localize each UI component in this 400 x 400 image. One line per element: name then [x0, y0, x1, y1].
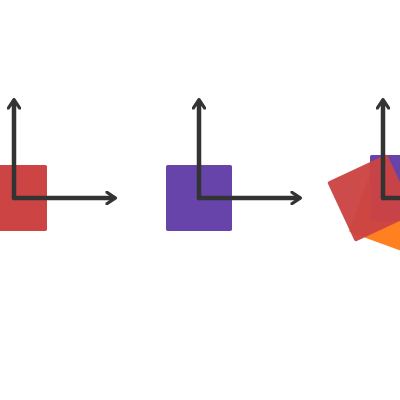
- red-rotated-square: [327, 154, 400, 242]
- purple-square-panel: [166, 101, 299, 231]
- red-square-panel: [0, 101, 114, 231]
- composed-transform-panel: [327, 101, 400, 254]
